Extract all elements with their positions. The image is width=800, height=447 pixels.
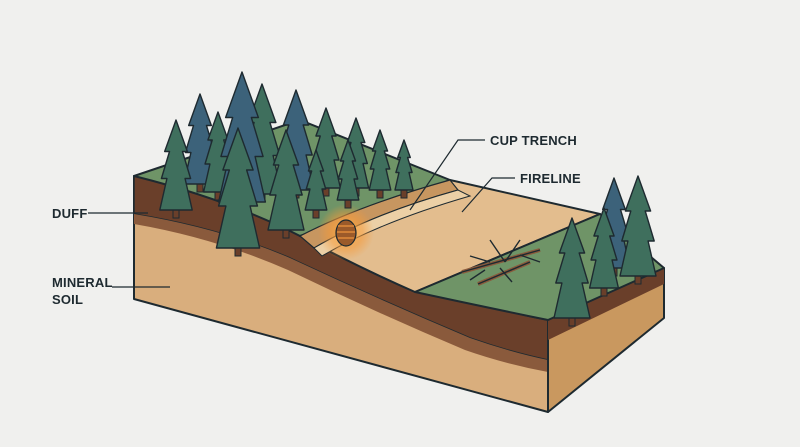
side-duff-band	[548, 268, 664, 340]
pine-tree-icon	[304, 149, 328, 219]
pine-tree-icon	[553, 217, 591, 327]
cup-trench-leader	[409, 139, 485, 211]
pine-forest	[159, 71, 657, 327]
pine-tree-icon	[368, 129, 392, 199]
duff-label: DUFF	[52, 206, 87, 221]
fireline-label: FIRELINE	[520, 171, 581, 186]
pine-tree-icon	[588, 207, 620, 297]
mineral-soil-label-line2: SOIL	[52, 292, 83, 307]
fireline-leader	[461, 177, 515, 213]
pine-tree-icon	[215, 127, 261, 257]
pine-tree-icon	[267, 129, 305, 239]
cup-trench-label: CUP TRENCH	[490, 133, 577, 148]
duff-lower-band	[134, 214, 548, 372]
pine-tree-icon	[394, 139, 414, 199]
pine-tree-icon	[159, 119, 193, 219]
mineral-soil-label-line1: MINERAL	[52, 275, 113, 290]
pine-cone-ember-icon	[335, 219, 357, 247]
slash-branches-icon	[461, 239, 541, 286]
pine-tree-icon	[336, 139, 360, 209]
pine-tree-icon	[619, 175, 657, 285]
